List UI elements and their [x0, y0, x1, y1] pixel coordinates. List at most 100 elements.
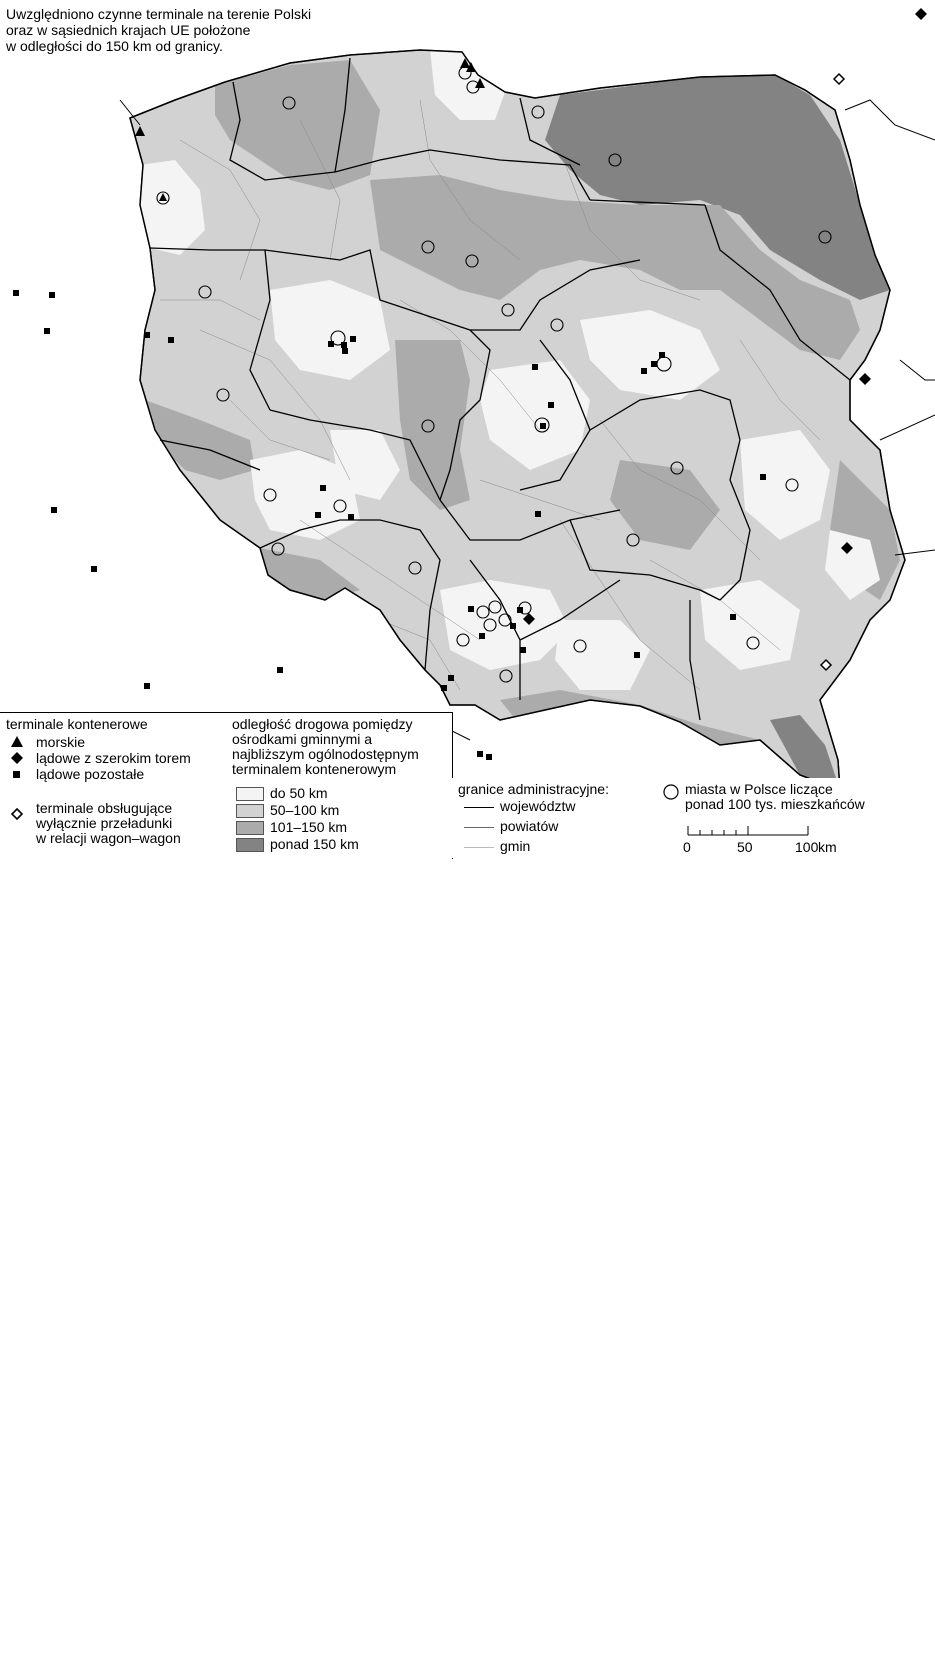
city-marker	[282, 96, 296, 110]
broad-gauge-marker	[841, 542, 853, 554]
city-marker	[499, 669, 513, 683]
zone-under-50-wroclaw	[250, 450, 360, 540]
land-terminal-marker	[479, 633, 485, 639]
city-marker	[488, 600, 502, 614]
land-terminal-marker	[328, 341, 334, 347]
city-marker	[498, 613, 512, 627]
land-terminal-marker	[520, 647, 526, 653]
land-terminal-marker	[91, 566, 97, 572]
legend-wagon-only: terminale obsługujące wyłącznie przeładu…	[36, 800, 181, 846]
legend-cities: miasta w Polsce liczące ponad 100 tys. m…	[685, 781, 865, 812]
city-marker	[534, 417, 550, 433]
zone-over-150-ne	[545, 75, 890, 300]
legend-admin-voiv: województw	[500, 798, 576, 814]
legend-admin-heading: granice administracyjne:	[458, 781, 609, 797]
legend-admin-powiat: powiatów	[500, 818, 559, 834]
sea-terminal-marker	[460, 58, 470, 68]
legend-city-icon	[663, 784, 679, 800]
land-terminal-marker	[144, 332, 150, 338]
city-marker	[746, 636, 760, 650]
legend-land-broad: lądowe z szerokim torem	[36, 750, 191, 766]
sea-terminal-marker	[466, 62, 476, 72]
country-border	[129, 49, 906, 792]
broad-gauge-terminals	[523, 8, 927, 625]
scale-tick-0: 0	[683, 839, 691, 855]
city-marker	[330, 330, 346, 346]
legend-panel: terminale kontenerowe morskie lądowe z s…	[0, 712, 453, 859]
city-marker	[626, 533, 640, 547]
land-terminal-marker	[651, 361, 657, 367]
legend-diamond-icon	[11, 752, 23, 764]
land-terminal-marker	[277, 667, 283, 673]
zone-under-50-lodz	[480, 360, 590, 470]
zone-101-150-west	[145, 400, 255, 480]
cities-layer	[156, 66, 832, 683]
zone-101-150-central	[370, 175, 860, 360]
city-marker	[483, 618, 497, 632]
zone-101-150-southeast	[610, 460, 720, 550]
legend-swatch-over-150	[236, 838, 264, 852]
legend-swatch-101-150	[236, 821, 264, 835]
land-terminal-marker	[760, 474, 766, 480]
legend-gmina-line	[464, 847, 494, 848]
legend-distance-heading: odległość drogowa pomiędzy ośrodkami gmi…	[232, 716, 419, 777]
zone-under-50-east	[825, 530, 880, 600]
zone-101-150-mid	[395, 340, 470, 510]
city-marker	[573, 639, 587, 653]
legend-class-label: 101–150 km	[270, 819, 348, 835]
legend-class-label: 50–100 km	[270, 802, 340, 818]
wagon-terminal-marker	[832, 72, 846, 86]
zone-over-150-se	[770, 715, 840, 790]
city-marker	[421, 240, 435, 254]
zone-101-150-sw	[260, 548, 360, 600]
land-terminal-marker	[477, 751, 483, 757]
city-marker	[333, 499, 347, 513]
scale-tick-50: 50	[737, 839, 753, 855]
legend-powiat-line	[464, 827, 494, 828]
land-terminal-marker	[44, 328, 50, 334]
city-marker	[531, 105, 545, 119]
land-terminal-marker	[13, 290, 19, 296]
land-terminal-marker	[341, 342, 347, 348]
land-terminal-marker	[441, 685, 447, 691]
sea-terminal-marker	[475, 78, 485, 88]
city-marker	[216, 388, 230, 402]
broad-gauge-marker	[915, 8, 927, 20]
sea-terminal-marker	[135, 126, 145, 136]
city-marker	[476, 605, 490, 619]
distance-map: Uwzględniono czynne terminale na terenie…	[0, 6, 935, 859]
city-marker	[421, 419, 435, 433]
zone-101-150-north	[215, 60, 380, 190]
land-terminal-marker	[342, 348, 348, 354]
sea-terminals	[135, 58, 485, 201]
legend-land-other: lądowe pozostałe	[36, 766, 145, 782]
land-terminal-marker	[510, 623, 516, 629]
legend-triangle-icon	[11, 736, 23, 747]
land-terminal-marker	[49, 292, 55, 298]
land-terminal-marker	[540, 423, 546, 429]
legend-voiv-line	[464, 807, 494, 808]
land-terminal-marker	[448, 675, 454, 681]
land-terminal-marker	[320, 485, 326, 491]
wagon-terminal-marker	[819, 658, 833, 672]
zone-under-50-szczecin	[140, 160, 205, 255]
city-marker	[263, 488, 277, 502]
powiat-borders	[160, 99, 831, 691]
legend-square-icon	[13, 771, 20, 778]
zone-under-50-lublin	[740, 430, 830, 540]
city-marker	[818, 230, 832, 244]
legend-admin-gmina: gmin	[500, 838, 531, 854]
map-title: Uwzględniono czynne terminale na terenie…	[6, 6, 312, 54]
sea-terminal-marker	[159, 193, 167, 201]
broad-gauge-marker	[523, 613, 535, 625]
land-terminal-marker	[634, 652, 640, 658]
land-terminal-marker	[517, 607, 523, 613]
city-marker	[670, 461, 684, 475]
land-terminal-marker	[315, 512, 321, 518]
land-terminal-marker	[168, 337, 174, 343]
land-terminal-marker	[548, 402, 554, 408]
broad-gauge-marker	[859, 373, 871, 385]
land-terminal-marker	[532, 364, 538, 370]
city-marker	[408, 561, 422, 575]
city-marker	[501, 303, 515, 317]
